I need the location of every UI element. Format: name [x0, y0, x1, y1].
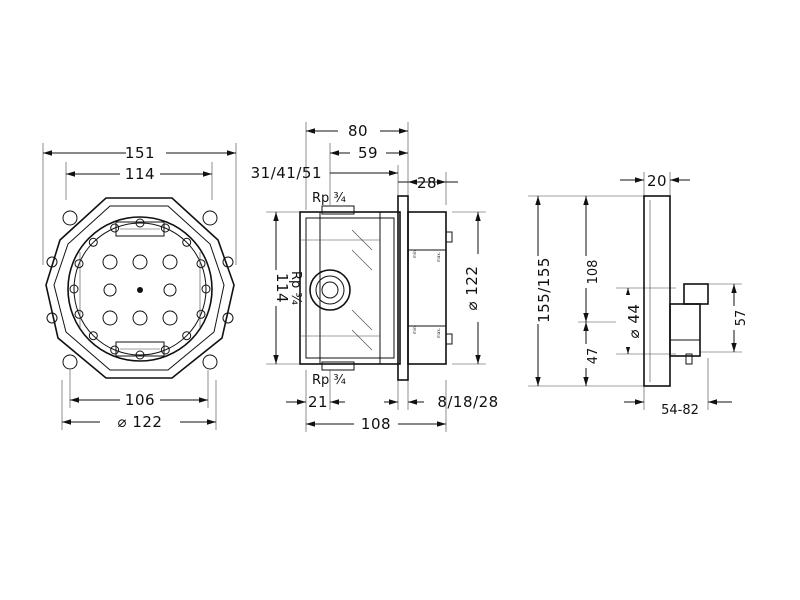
dim-57: 57: [734, 310, 749, 327]
rim-bolt: [182, 331, 192, 341]
mark-max-bottom: max.: [436, 328, 441, 338]
dim-28: 28: [417, 174, 437, 192]
rim-bolt: [160, 345, 170, 355]
trim-plate: [643, 195, 709, 387]
dim-106: 106: [125, 391, 155, 409]
dim-151: 151: [125, 144, 155, 162]
dim-155-155: 155/155: [535, 257, 553, 323]
rim-bolt: [135, 218, 145, 228]
rim-bolt: [201, 284, 211, 294]
dim-diameter-122: ⌀ 122: [118, 413, 163, 431]
rim-bolt: [69, 284, 79, 294]
dim-31-41-51: 31/41/51: [251, 164, 322, 182]
rim-bolt: [88, 331, 98, 341]
rim-bolt: [110, 223, 120, 233]
dim-59: 59: [358, 144, 378, 162]
dim-diameter-44: ⌀ 44: [625, 304, 643, 339]
thread-label-top: Rp ¾: [312, 191, 346, 206]
rim-bolt: [74, 309, 84, 319]
mark-max-top: max.: [436, 252, 441, 262]
dim-80: 80: [348, 122, 368, 140]
rim-bolt: [196, 309, 206, 319]
installation-box-side: min. max. min. max.: [299, 195, 453, 381]
dim-47: 47: [586, 348, 601, 365]
rim-bolt: [196, 259, 206, 269]
dim-diameter-122-side: ⌀ 122: [463, 266, 481, 311]
rim-bolt: [135, 350, 145, 360]
dim-114-side: 114: [273, 273, 291, 303]
rim-bolt: [182, 237, 192, 247]
dim-8-18-28: 8/18/28: [437, 393, 498, 411]
trim-view: 20 155/155 108 47 ⌀ 44 57 54-82: [528, 172, 750, 418]
mark-min-bottom: min.: [412, 325, 417, 334]
dim-108-trim: 108: [586, 260, 601, 285]
rim-bolt: [88, 237, 98, 247]
rim-bolt: [160, 223, 170, 233]
dim-54-82: 54-82: [661, 403, 699, 418]
dim-114: 114: [125, 165, 155, 183]
side-view: 80 59 31/41/51 28 Rp ¾ Rp ¾ 21 8/18/28 1…: [251, 121, 498, 434]
dim-21: 21: [308, 393, 328, 411]
mark-min-top: min.: [412, 249, 417, 258]
dim-20: 20: [647, 172, 667, 190]
thread-label-bottom: Rp ¾: [312, 373, 346, 388]
dim-108-side: 108: [361, 415, 391, 433]
rim-bolt: [110, 345, 120, 355]
installation-box-front: [45, 197, 235, 379]
front-view: 151 114 106 ⌀ 122: [42, 143, 237, 432]
rim-bolt: [74, 259, 84, 269]
